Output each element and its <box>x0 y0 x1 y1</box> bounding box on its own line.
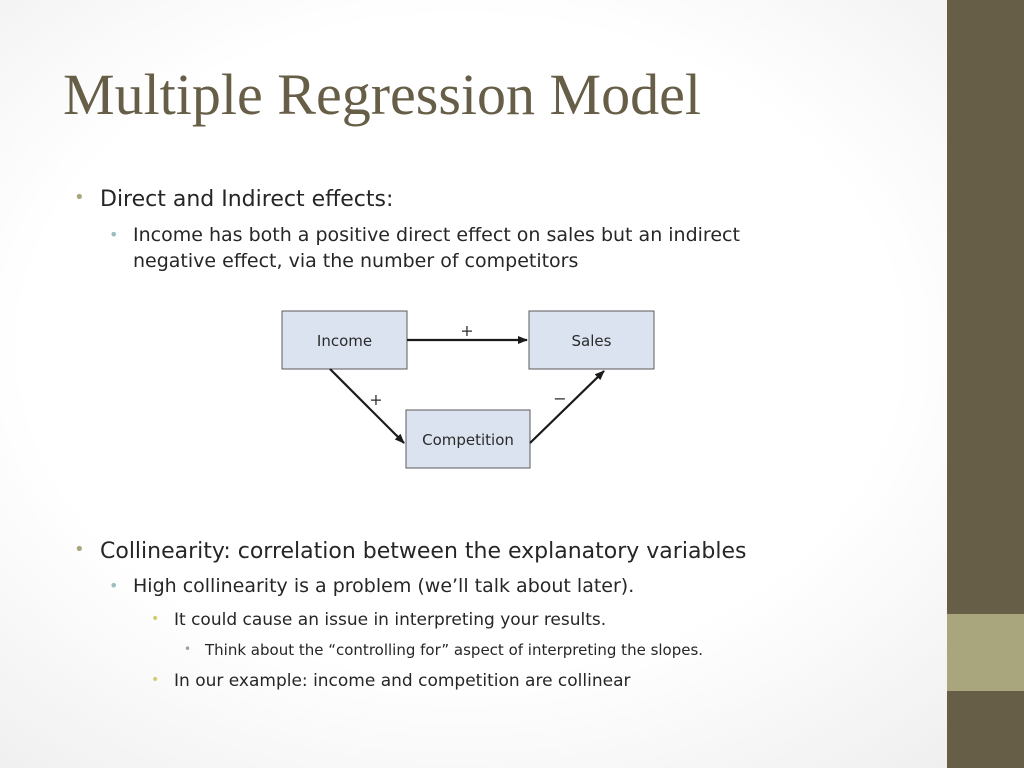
bullet-controlling-for: • Think about the “controlling for” aspe… <box>184 640 703 660</box>
sidebar-accent-block <box>947 614 1024 691</box>
bullet-text: Income has both a positive direct effect… <box>133 224 740 246</box>
node-sales: Sales <box>528 310 655 370</box>
bullet-text-continued: negative effect, via the number of compe… <box>133 249 579 272</box>
node-sales-label: Sales <box>572 332 612 350</box>
bullet-text: High collinearity is a problem (we’ll ta… <box>133 575 635 597</box>
effects-diagram: Income Sales Competition + + − <box>281 310 655 469</box>
bullet-dot-icon: • <box>151 611 160 627</box>
arrow-competition-to-sales <box>529 370 605 444</box>
bullet-our-example: • In our example: income and competition… <box>151 670 631 693</box>
sign-income-sales: + <box>460 321 473 340</box>
node-competition-label: Competition <box>422 431 514 449</box>
bullet-income-effect: • Income has both a positive direct effe… <box>109 223 740 274</box>
bullet-dot-icon: • <box>151 672 160 688</box>
sign-competition-sales: − <box>553 389 566 408</box>
bullet-interpretation-issue: • It could cause an issue in interpretin… <box>151 609 606 632</box>
bullet-text: Direct and Indirect effects: <box>100 187 394 212</box>
slide-title: Multiple Regression Model <box>63 62 701 127</box>
bullet-text: Collinearity: correlation between the ex… <box>100 539 747 564</box>
bullet-high-collinearity: • High collinearity is a problem (we’ll … <box>109 574 634 600</box>
arrow-income-to-competition <box>329 368 405 444</box>
bullet-dot-icon: • <box>109 576 119 595</box>
bullet-dot-icon: • <box>74 539 85 560</box>
bullet-dot-icon: • <box>74 187 85 208</box>
bullet-text: Think about the “controlling for” aspect… <box>205 641 704 659</box>
node-income: Income <box>281 310 408 370</box>
bullet-text: It could cause an issue in interpreting … <box>174 610 607 630</box>
bullet-text: In our example: income and competition a… <box>174 671 631 691</box>
bullet-collinearity: • Collinearity: correlation between the … <box>74 537 747 567</box>
bullet-dot-icon: • <box>109 225 119 244</box>
bullet-direct-indirect: • Direct and Indirect effects: <box>74 185 393 215</box>
node-competition: Competition <box>405 409 531 469</box>
sign-income-competition: + <box>369 390 382 409</box>
node-income-label: Income <box>317 332 372 350</box>
bullet-dot-icon: • <box>184 642 192 656</box>
